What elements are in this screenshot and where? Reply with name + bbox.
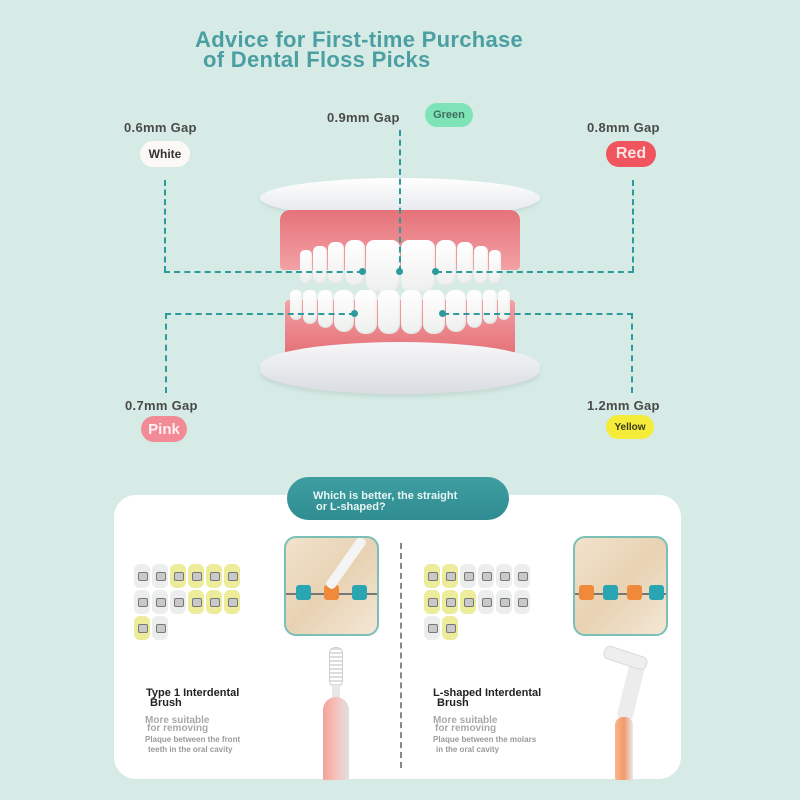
leader-line-pink-v xyxy=(165,313,167,393)
product-desc-l-shaped: Plaque between the molars in the oral ca… xyxy=(433,735,536,755)
product-subtitle-straight: More suitable for removing xyxy=(145,715,210,734)
product-desc-line-2: in the oral cavity xyxy=(436,745,500,754)
leader-line-green-v xyxy=(399,130,401,272)
product-sub-line-2: for removing xyxy=(435,723,497,734)
gap-marker-dot-pink xyxy=(351,310,358,317)
question-line-2: or L-shaped? xyxy=(316,501,386,513)
comparison-question-banner: Which is better, the straight or L-shape… xyxy=(287,477,509,520)
gap-marker-dot-red xyxy=(432,268,439,275)
product-title-line-2: Brush xyxy=(150,697,182,709)
product-sub-line-1: More suitable xyxy=(433,715,498,726)
color-pill-red: Red xyxy=(606,141,656,167)
leader-line-red-v xyxy=(632,180,634,272)
gap-label-green: 0.9mm Gap xyxy=(327,110,400,125)
upper-teeth xyxy=(285,240,515,292)
lower-teeth xyxy=(290,290,510,342)
question-line-1: Which is better, the straight xyxy=(313,490,458,502)
leader-line-red-h xyxy=(436,271,634,273)
l-shaped-brush-in-braces-photo xyxy=(573,536,668,636)
gap-label-pink: 0.7mm Gap xyxy=(125,398,198,413)
product-title-l-shaped: L-shaped Interdental Brush xyxy=(433,687,542,709)
leader-line-pink-h xyxy=(165,313,355,315)
gap-marker-dot-yellow xyxy=(439,310,446,317)
braces-molars-illustration xyxy=(420,560,550,640)
l-shaped-interdental-brush-icon xyxy=(595,644,655,780)
leader-line-white-h xyxy=(164,271,363,273)
title-line-2: of Dental Floss Picks xyxy=(203,47,431,72)
color-pill-green: Green xyxy=(425,103,473,127)
product-desc-straight: Plaque between the front teeth in the or… xyxy=(145,735,240,755)
product-sub-line-2: for removing xyxy=(147,723,209,734)
denture-model-illustration xyxy=(255,170,545,420)
gap-marker-dot-green xyxy=(396,268,403,275)
product-title-line-1: L-shaped Interdental xyxy=(433,687,542,699)
color-pill-white: White xyxy=(140,141,190,167)
title-line-1: Advice for First-time Purchase xyxy=(195,27,524,52)
gap-label-yellow: 1.2mm Gap xyxy=(587,398,660,413)
gap-marker-dot-white xyxy=(359,268,366,275)
leader-line-yellow-v xyxy=(631,313,633,393)
product-desc-line-2: teeth in the oral cavity xyxy=(148,745,233,754)
product-desc-line-1: Plaque between the molars xyxy=(433,735,537,744)
gap-label-white: 0.6mm Gap xyxy=(124,120,197,135)
product-title-line-1: Type 1 Interdental xyxy=(146,687,240,699)
color-pill-pink: Pink xyxy=(141,416,187,442)
braces-front-teeth-illustration xyxy=(130,560,260,640)
product-desc-line-1: Plaque between the front xyxy=(145,735,241,744)
gap-label-red: 0.8mm Gap xyxy=(587,120,660,135)
color-pill-yellow: Yellow xyxy=(606,415,654,439)
page-title: Advice for First-time Purchase of Dental… xyxy=(195,27,524,72)
leader-line-yellow-h xyxy=(443,313,633,315)
product-sub-line-1: More suitable xyxy=(145,715,210,726)
comparison-divider xyxy=(400,543,402,768)
leader-line-white-v xyxy=(164,180,166,272)
straight-interdental-brush-icon xyxy=(318,645,358,780)
product-subtitle-l-shaped: More suitable for removing xyxy=(433,715,498,734)
product-title-line-2: Brush xyxy=(437,697,469,709)
straight-brush-in-braces-photo xyxy=(284,536,379,636)
lower-tray xyxy=(260,342,540,394)
product-title-straight: Type 1 Interdental Brush xyxy=(146,687,240,709)
